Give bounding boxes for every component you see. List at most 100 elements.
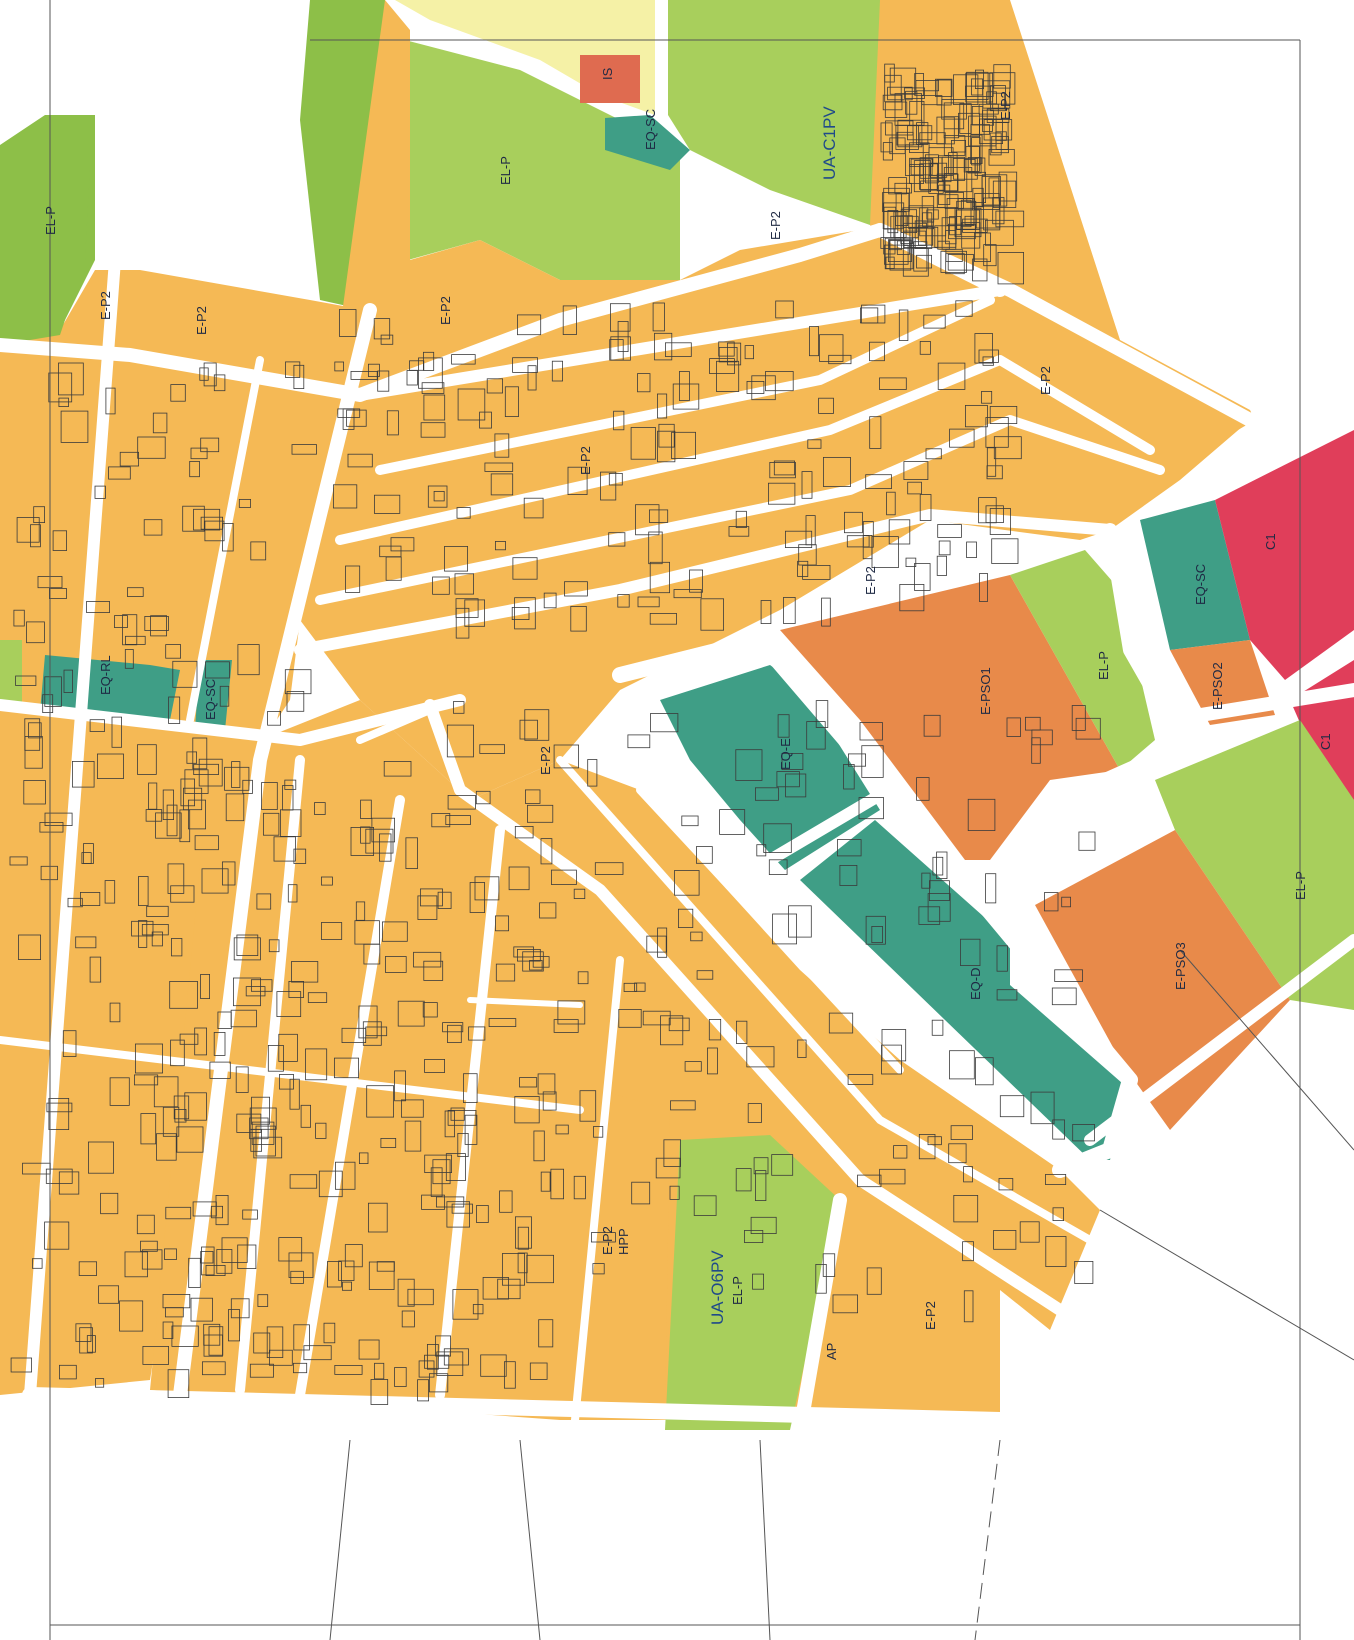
parcel-lot bbox=[138, 920, 148, 948]
parcel-lot bbox=[455, 607, 470, 639]
zone-eq-sc-top bbox=[605, 115, 690, 170]
parcel-lot bbox=[955, 300, 973, 317]
parcel-lot bbox=[689, 569, 703, 593]
parcel-lot bbox=[1045, 1174, 1067, 1186]
parcel-lot bbox=[756, 844, 767, 857]
parcel-lot bbox=[390, 537, 415, 552]
parcel-lot bbox=[494, 433, 510, 458]
parcel-lot bbox=[956, 200, 977, 230]
parcel-lot bbox=[231, 761, 241, 788]
parcel-lot bbox=[444, 1110, 456, 1138]
parcel-lot bbox=[78, 1261, 97, 1276]
parcel-lot bbox=[249, 1363, 274, 1378]
parcel-lot bbox=[866, 1267, 882, 1295]
parcel-lot bbox=[238, 498, 252, 508]
parcel-lot bbox=[494, 915, 509, 932]
parcel-lot bbox=[913, 241, 928, 272]
parcel-lot bbox=[929, 162, 948, 178]
parcel-lot bbox=[345, 565, 361, 593]
parcel-lot bbox=[262, 812, 280, 836]
parcel-lot bbox=[696, 970, 714, 980]
parcel-lot bbox=[284, 669, 312, 695]
parcel-lot bbox=[394, 1367, 407, 1387]
zone-el-p-right bbox=[1155, 720, 1354, 1010]
parcel-lot bbox=[700, 598, 725, 631]
parcel-lot bbox=[293, 1324, 310, 1351]
parcel-lot bbox=[406, 370, 418, 386]
parcel-lot bbox=[464, 599, 485, 627]
parcel-lot bbox=[557, 1000, 586, 1025]
parcel-lot bbox=[188, 1257, 201, 1288]
parcel-lot bbox=[555, 1124, 569, 1135]
parcel-lot bbox=[884, 237, 914, 270]
parcel-lot bbox=[637, 596, 660, 608]
parcel-lot bbox=[925, 154, 939, 184]
parcel-lot bbox=[944, 192, 964, 209]
parcel-lot bbox=[266, 1326, 284, 1359]
label-e-p2-3: E-P2 bbox=[578, 446, 593, 475]
parcel-lot bbox=[658, 423, 675, 448]
parcel-lot bbox=[203, 1323, 221, 1346]
parcel-lot bbox=[529, 960, 543, 971]
parcel-lot bbox=[125, 635, 146, 645]
parcel-lot bbox=[156, 1133, 177, 1161]
parcel-lot bbox=[111, 716, 123, 748]
parcel-lot bbox=[937, 362, 966, 390]
parcel-lot bbox=[735, 1168, 752, 1192]
parcel-lot bbox=[846, 535, 870, 548]
parcel-lot bbox=[979, 573, 988, 602]
parcel-lot bbox=[997, 251, 1025, 285]
parcel-lot bbox=[200, 1251, 214, 1264]
label-e-p2-7: E-P2 bbox=[998, 91, 1013, 120]
parcel-lot bbox=[63, 669, 74, 693]
parcel-lot bbox=[249, 1107, 277, 1130]
parcel-lot bbox=[982, 356, 994, 366]
parcel-lot bbox=[350, 827, 375, 856]
parcel-lot bbox=[649, 561, 671, 594]
parcel-lot bbox=[75, 936, 97, 949]
parcel-lot bbox=[287, 884, 298, 903]
parcel-lot bbox=[273, 836, 296, 862]
parcel-lot bbox=[342, 408, 355, 430]
parcel-lot bbox=[332, 484, 358, 509]
parcel-lot bbox=[469, 882, 486, 913]
parcel-lot bbox=[222, 523, 234, 552]
parcel-lot bbox=[279, 1074, 294, 1090]
parcel-lot bbox=[949, 428, 975, 448]
parcel-lot bbox=[237, 1244, 257, 1270]
parcel-lot bbox=[523, 497, 544, 519]
parcel-lot bbox=[105, 387, 116, 415]
parcel-lot bbox=[341, 1281, 352, 1291]
parcel-lot bbox=[587, 759, 598, 787]
parcel-lot bbox=[931, 1019, 944, 1036]
parcel-lot bbox=[609, 339, 624, 361]
parcel-lot bbox=[735, 749, 763, 781]
parcel-lot bbox=[261, 782, 278, 810]
parcel-lot bbox=[255, 1125, 276, 1157]
parcel-lot bbox=[517, 1226, 529, 1250]
parcel-lot bbox=[999, 1095, 1025, 1118]
label-e-p2-9: E-P2 bbox=[923, 1301, 938, 1330]
parcel-lot bbox=[986, 465, 1003, 480]
parcel-lot bbox=[358, 1339, 380, 1360]
parcel-lot bbox=[80, 892, 101, 907]
parcel-lot bbox=[949, 1050, 975, 1080]
parcel-lot bbox=[320, 922, 343, 940]
parcel-lot bbox=[771, 1154, 794, 1176]
parcel-lot bbox=[278, 1033, 298, 1062]
label-e-p2-8: E-P2 bbox=[98, 291, 113, 320]
parcel-lot bbox=[162, 1294, 191, 1309]
parcel-lot bbox=[600, 471, 617, 501]
parcel-lot bbox=[122, 614, 138, 646]
parcel-lot bbox=[213, 374, 226, 392]
parcel-lot bbox=[167, 863, 185, 894]
parcel-lot bbox=[880, 122, 893, 153]
parcel-lot bbox=[553, 744, 579, 769]
parcel-lot bbox=[168, 696, 181, 724]
parcel-lot bbox=[267, 1045, 284, 1072]
parcel-lot bbox=[455, 598, 479, 618]
parcel-lot bbox=[649, 613, 677, 625]
parcel-lot bbox=[669, 1185, 680, 1200]
parcel-lot bbox=[334, 361, 344, 372]
parcel-lot bbox=[476, 1205, 489, 1223]
